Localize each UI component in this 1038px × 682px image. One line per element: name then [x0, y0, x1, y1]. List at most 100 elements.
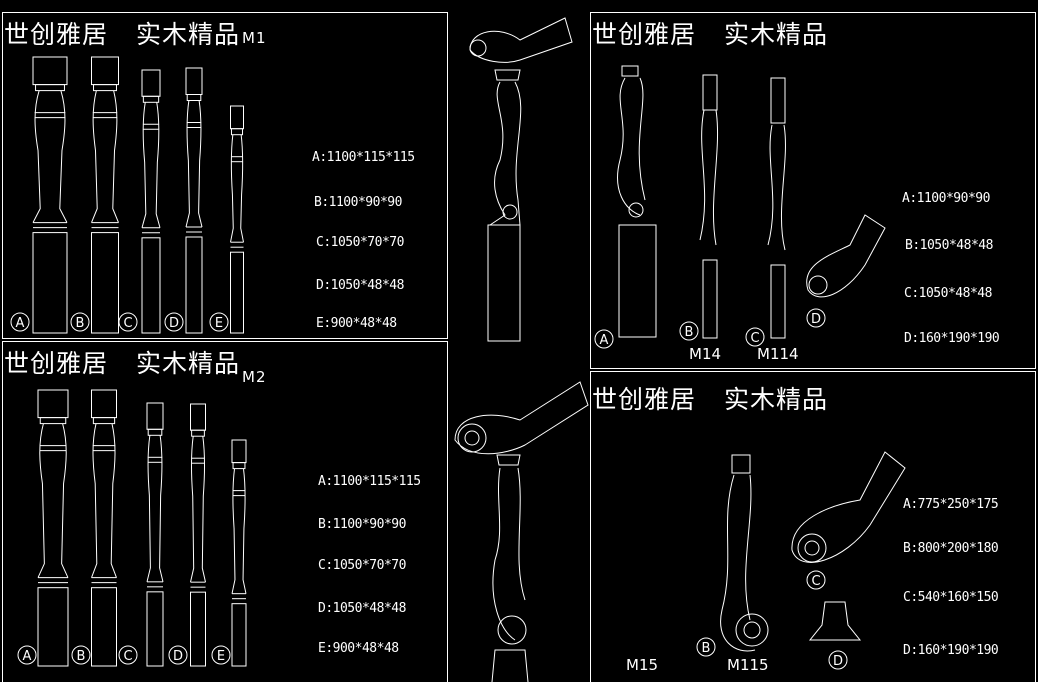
newel-cap — [494, 69, 521, 81]
newel-cap — [621, 65, 639, 77]
baluster-base — [37, 587, 69, 667]
label-letter: D — [811, 312, 821, 327]
subtitle: 实木精品 — [724, 20, 829, 49]
model-m14: M14 — [689, 345, 722, 363]
label-letter: B — [685, 325, 694, 340]
label-circle — [17, 645, 37, 665]
baluster-shaft — [141, 102, 161, 228]
newel-cap — [496, 454, 521, 466]
baluster-shaft — [146, 435, 164, 582]
spec-b: B:800*200*180 — [903, 541, 999, 556]
scroll-volute — [502, 204, 518, 220]
scroll-volute — [808, 275, 828, 295]
spec-c: C:1050*70*70 — [316, 235, 404, 250]
baluster-shaft — [231, 468, 247, 594]
label-circle — [828, 650, 848, 670]
baluster-ring — [232, 462, 246, 470]
baluster-ring — [35, 84, 65, 92]
newel-body — [720, 474, 756, 652]
newel-body — [489, 81, 522, 226]
label-letter: B — [702, 641, 711, 656]
panel-m14-title: 世创雅居实木精品 — [592, 15, 828, 51]
label-circle — [71, 645, 91, 665]
scroll-volute — [797, 533, 827, 563]
label-circle — [164, 312, 184, 332]
subtitle: 实木精品 — [724, 385, 829, 414]
label-letter: C — [811, 574, 820, 589]
baluster-ring — [191, 429, 205, 437]
label-circle — [118, 645, 138, 665]
baluster-body — [767, 124, 786, 251]
spec-c: C:1050*48*48 — [904, 286, 992, 301]
scroll-volute — [628, 202, 644, 218]
baluster-body — [699, 109, 719, 246]
spec-a: A:1100*90*90 — [902, 191, 990, 206]
baluster-base — [91, 587, 117, 667]
label-circle — [594, 329, 614, 349]
label-circle — [118, 312, 138, 332]
model-code: M1 — [242, 29, 267, 47]
label-letter: D — [833, 654, 843, 669]
label-circle — [70, 312, 90, 332]
baluster-shaft — [185, 100, 203, 228]
baluster-ring — [39, 417, 67, 425]
brand-name: 世创雅居 — [4, 349, 109, 378]
subtitle: 实木精品 — [136, 20, 241, 49]
label-circle — [209, 312, 229, 332]
label-letter: A — [23, 649, 32, 664]
newel-foot — [808, 601, 862, 641]
handrail-scroll — [454, 381, 589, 455]
label-letter: A — [600, 333, 609, 348]
newel-post — [618, 224, 657, 338]
brand-name: 世创雅居 — [592, 20, 697, 49]
baluster-ring — [93, 84, 117, 92]
spec-c: C:1050*70*70 — [318, 558, 406, 573]
baluster-ring — [147, 428, 163, 436]
label-circle — [168, 645, 188, 665]
label-circle — [10, 312, 30, 332]
scroll-volute — [497, 615, 527, 645]
baluster-shaft — [230, 134, 244, 243]
scroll-volute — [464, 430, 480, 446]
baluster-shaft — [91, 423, 117, 578]
newel-foot — [491, 649, 529, 682]
label-letter: B — [76, 316, 85, 331]
spec-b: B:1050*48*48 — [905, 238, 993, 253]
scroll-volute — [469, 39, 487, 57]
baluster-base — [32, 232, 68, 334]
handrail-scroll — [806, 214, 886, 298]
baluster-shaft — [91, 90, 119, 223]
baluster-base — [190, 591, 206, 667]
label-circle — [211, 645, 231, 665]
panel-m14 — [590, 12, 1036, 369]
panel-m15-title: 世创雅居实木精品 — [592, 380, 828, 416]
scroll-volute — [457, 423, 487, 453]
newel-body — [617, 77, 646, 216]
baluster-base — [146, 591, 164, 667]
model-m15: M15 — [626, 656, 659, 674]
label-circle — [696, 637, 716, 657]
spec-a: A:1100*115*115 — [318, 474, 421, 489]
spec-b: B:1100*90*90 — [318, 517, 406, 532]
baluster-top — [770, 77, 786, 124]
spec-d: D:160*190*190 — [904, 331, 1000, 346]
baluster-base — [230, 251, 244, 334]
spec-d: D:1050*48*48 — [316, 278, 404, 293]
label-letter: B — [77, 649, 86, 664]
baluster-top — [702, 74, 718, 111]
label-circle — [745, 327, 765, 347]
baluster-ring — [142, 95, 160, 103]
baluster-shaft — [32, 90, 68, 223]
handrail-scroll — [469, 17, 573, 63]
baluster-base — [91, 232, 119, 334]
spec-d: D:1050*48*48 — [318, 601, 406, 616]
baluster-shaft — [190, 436, 206, 583]
panel-m1 — [2, 12, 448, 339]
label-circle — [806, 308, 826, 328]
baluster-shaft — [37, 423, 69, 578]
label-letter: C — [750, 331, 759, 346]
scroll-volute — [743, 621, 761, 639]
